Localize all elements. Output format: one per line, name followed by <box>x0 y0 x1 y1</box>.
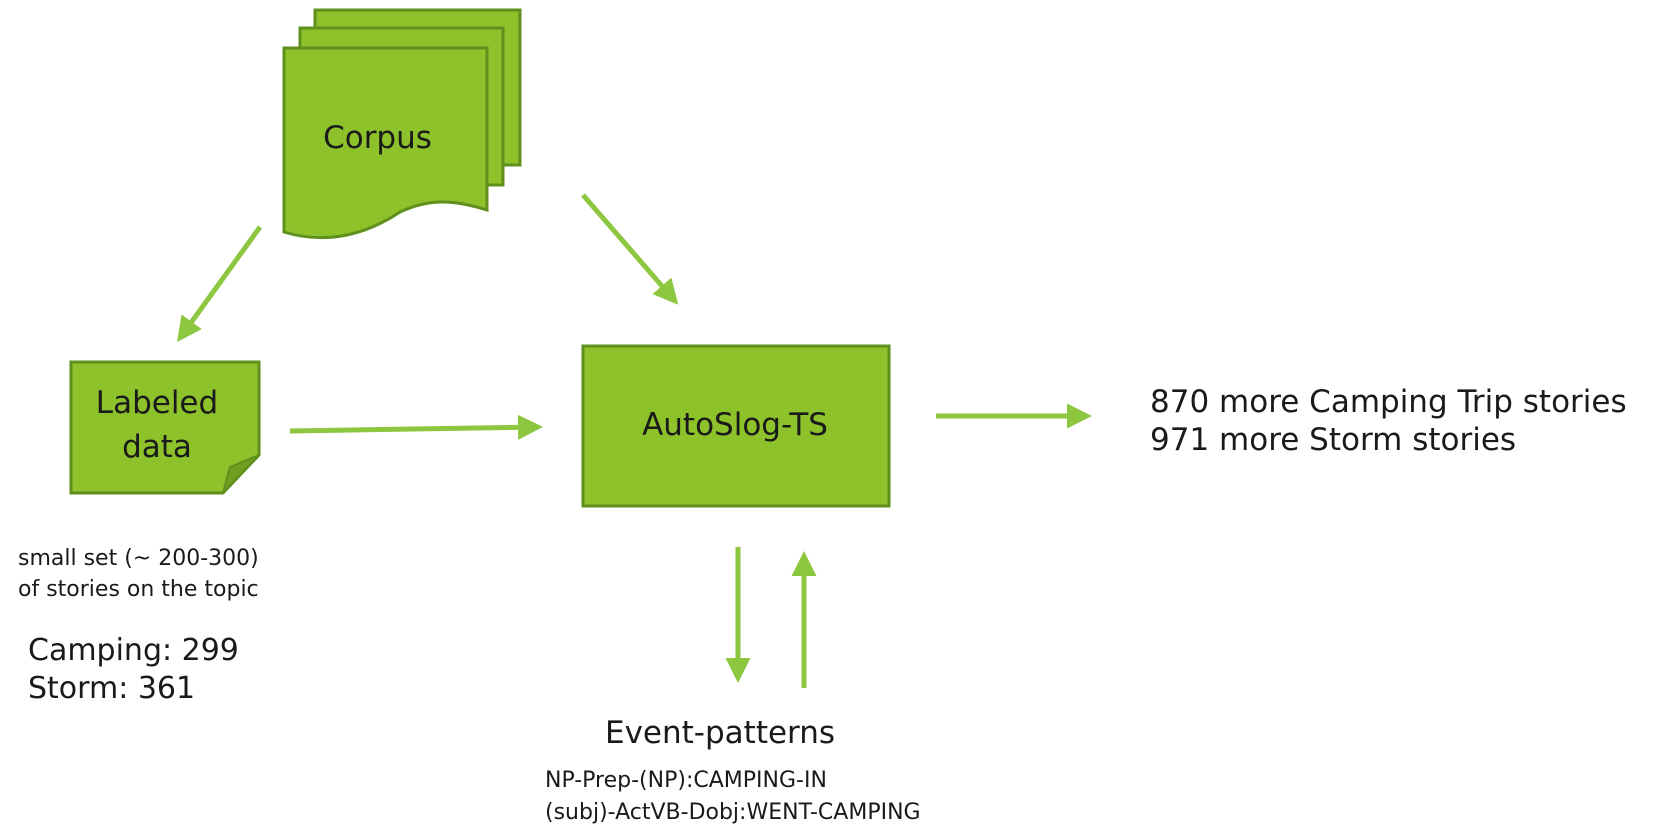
labeled-data-label: Labeled data <box>66 375 248 475</box>
corpus-page-front <box>282 46 489 240</box>
count-camping: Camping: 299 <box>28 633 239 668</box>
labeled-data-label-line-1: Labeled <box>95 385 219 421</box>
output-storm: 971 more Storm stories <box>1150 422 1517 458</box>
count-storm: Storm: 361 <box>28 671 196 706</box>
event-pattern-2: (subj)-ActVB-Dobj:WENT-CAMPING <box>545 800 921 825</box>
arrow-corpus-to-labeled <box>177 225 263 343</box>
description-line-2: of stories on the topic <box>18 577 259 602</box>
event-patterns-title: Event-patterns <box>605 715 836 751</box>
arrow-corpus-to-autoslog <box>581 193 679 305</box>
labeled-data-label-line-2: data <box>122 429 192 465</box>
description-line-1: small set (~ 200-300) <box>18 546 259 571</box>
event-pattern-1: NP-Prep-(NP):CAMPING-IN <box>545 768 827 793</box>
labeled-counts: Camping: 299 Storm: 361 <box>28 632 239 708</box>
corpus-node <box>282 8 522 240</box>
labeled-data-description: small set (~ 200-300) of stories on the … <box>18 543 259 605</box>
output-text: 870 more Camping Trip stories 971 more S… <box>1150 383 1627 459</box>
corpus-label: Corpus <box>323 119 432 156</box>
arrow-labeled-to-autoslog <box>289 414 543 440</box>
autoslog-node <box>581 344 891 508</box>
output-camping: 870 more Camping Trip stories <box>1150 384 1627 420</box>
labeled-data-fold <box>222 454 260 494</box>
event-patterns-list: NP-Prep-(NP):CAMPING-IN (subj)-ActVB-Dob… <box>545 765 921 829</box>
autoslog-label: AutoSlog-TS <box>642 407 828 443</box>
labeled-data-node <box>69 360 261 495</box>
